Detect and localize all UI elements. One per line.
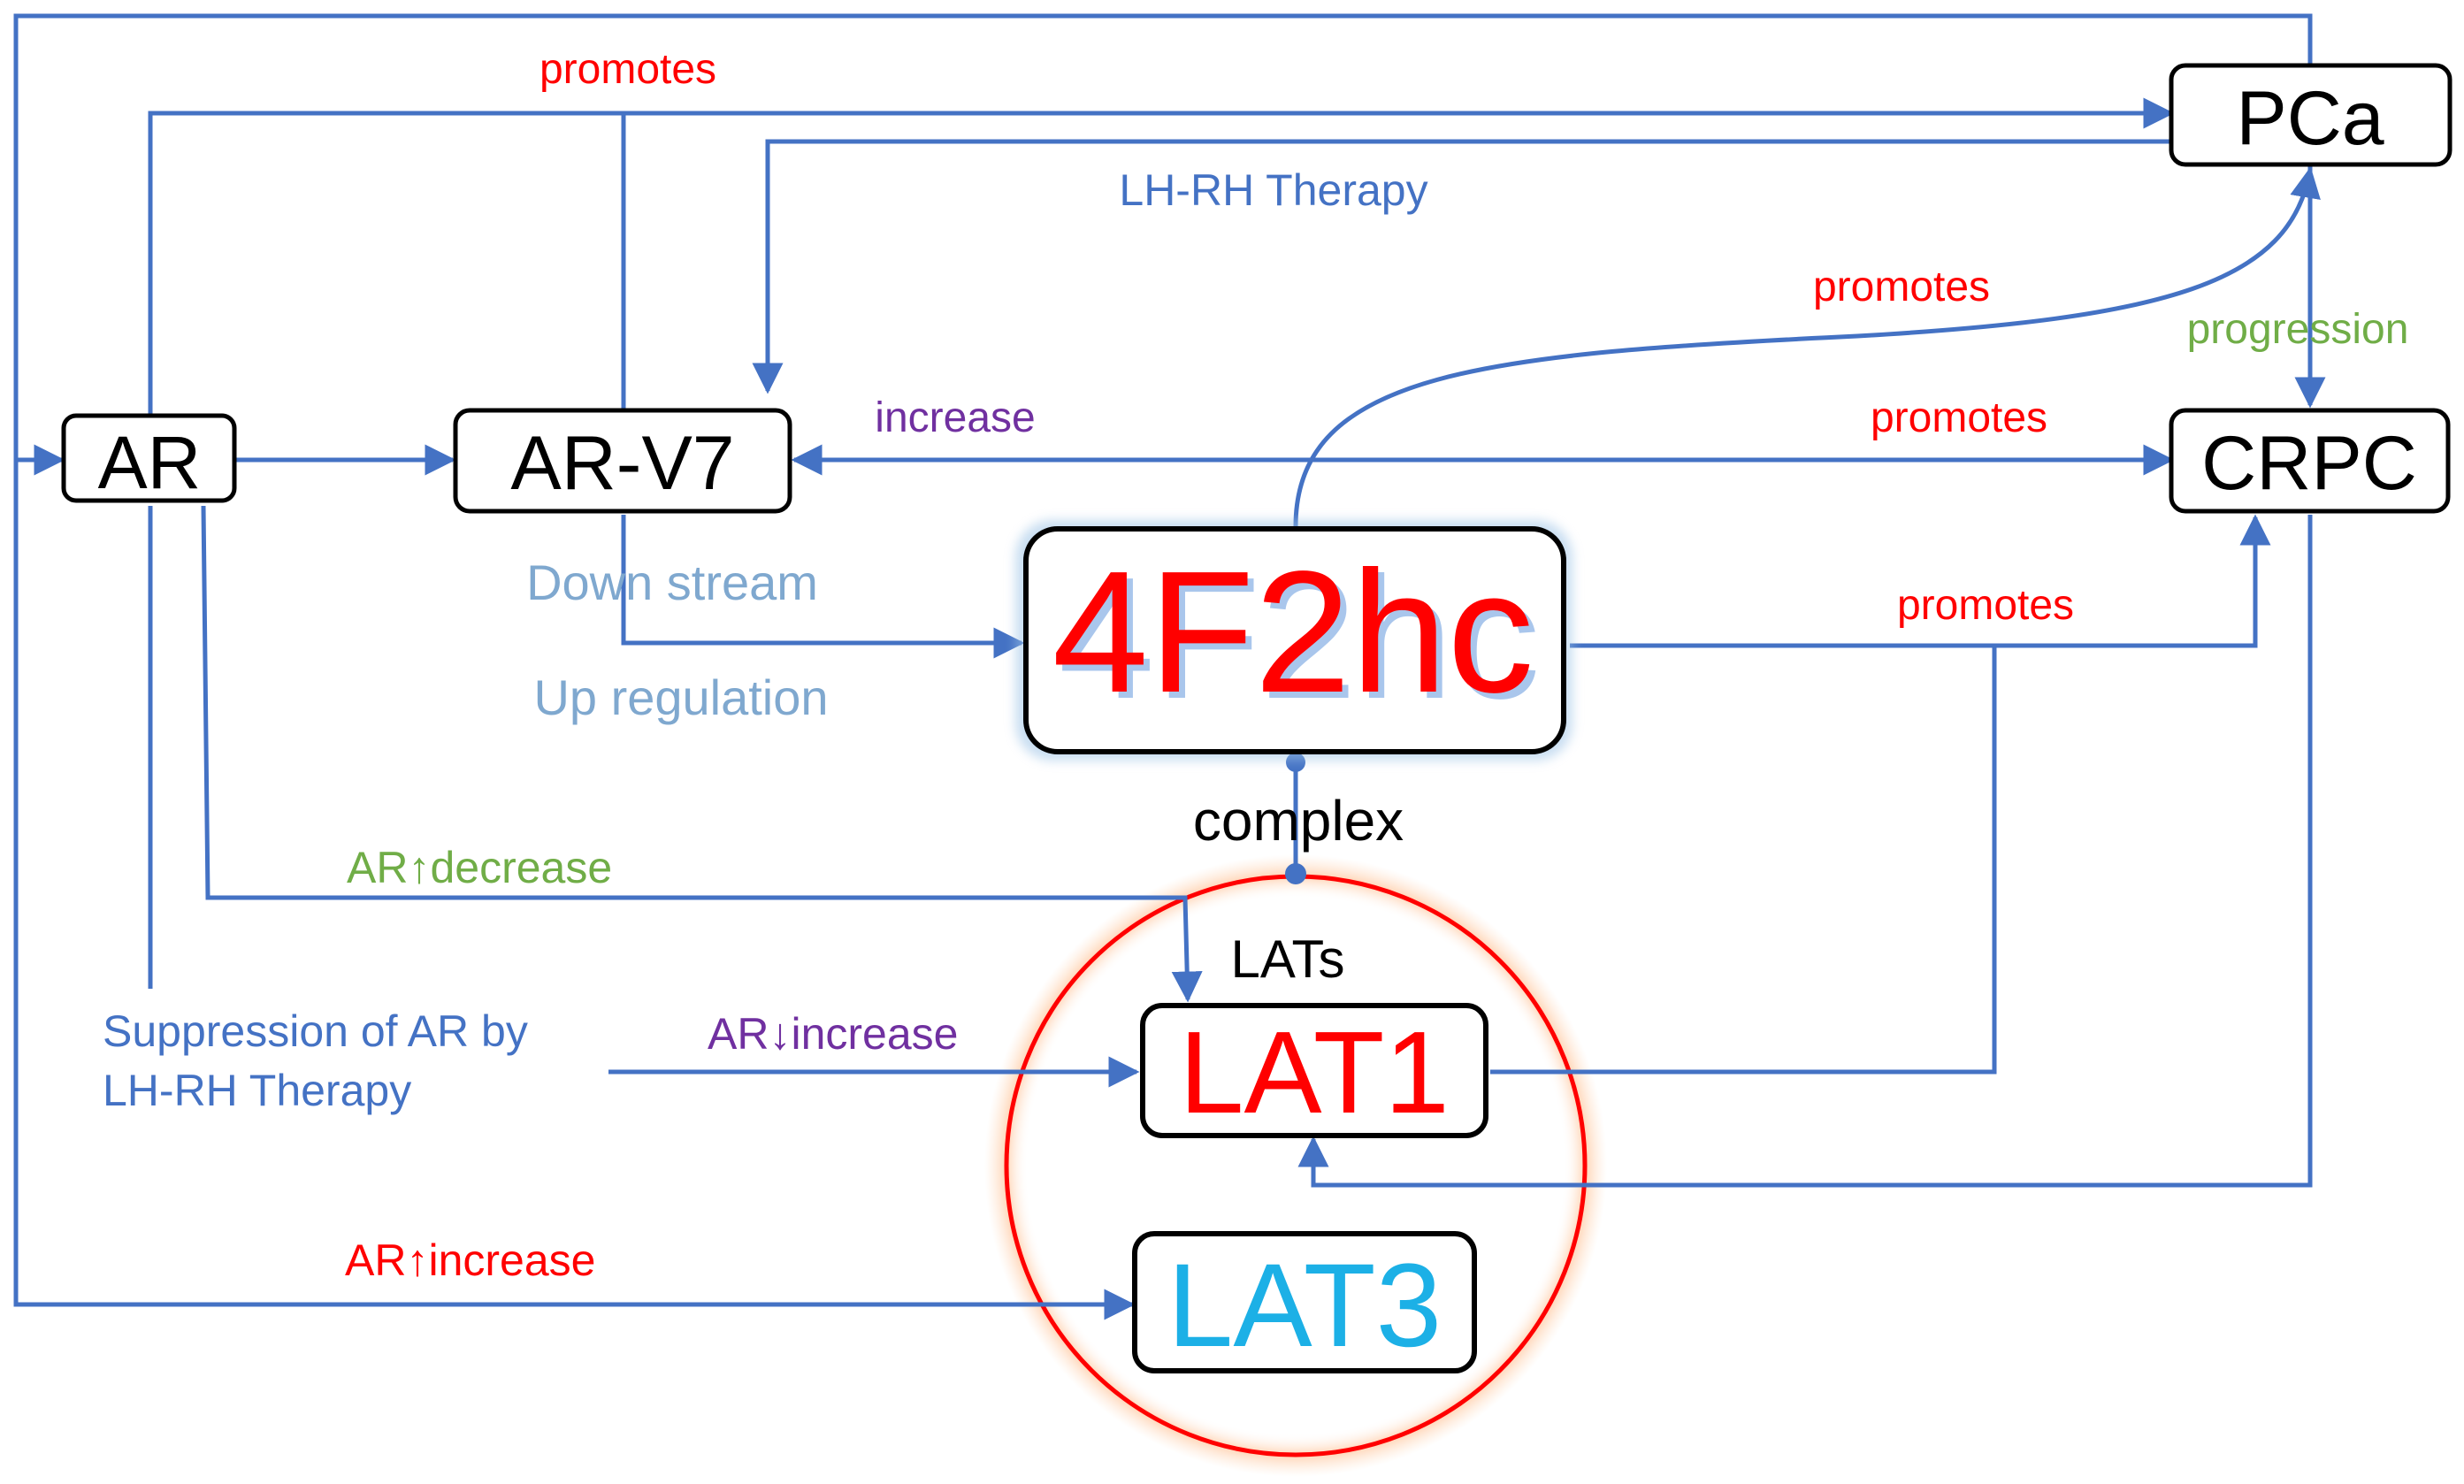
label-progression: progression xyxy=(2187,306,2409,353)
node-4f2hc-label: 4F2hc xyxy=(1052,535,1534,729)
edge-pca-to-ar xyxy=(13,13,2313,476)
label-down-stream: Down stream xyxy=(526,555,818,610)
label-promotes-curve: promotes xyxy=(1813,264,1990,310)
node-ar: AR xyxy=(61,413,237,504)
edge-4f2hc-to-crpc xyxy=(1570,514,2271,648)
label-ar-up-increase: AR↑increase xyxy=(345,1235,595,1285)
complex-dot-bottom xyxy=(1285,863,1306,884)
edge-arv7-to-4f2hc xyxy=(621,515,1025,659)
label-lhrh-therapy: LH-RH Therapy xyxy=(1119,165,1427,215)
edge-4f2hc-to-pca xyxy=(1293,166,2321,527)
node-crpc: CRPC xyxy=(2169,408,2451,514)
node-lat1-label: LAT1 xyxy=(1179,1007,1450,1137)
label-suppression-line2: LH-RH Therapy xyxy=(103,1066,411,1115)
edge-ar-to-lat3 xyxy=(13,460,1136,1320)
node-crpc-label: CRPC xyxy=(2201,421,2417,506)
node-lats-label: LATs xyxy=(1231,929,1345,989)
label-ar-up-decrease: AR↑decrease xyxy=(347,843,612,892)
edge-crpc-to-lat1 xyxy=(1297,515,2313,1188)
node-4f2hc-shadow: 4F2hc xyxy=(1059,541,1541,735)
node-pca: PCa xyxy=(2169,63,2453,167)
node-4f2hc: 4F2hc 4F2hc xyxy=(1015,520,1573,761)
label-up-regulation: Up regulation xyxy=(533,669,828,725)
label-increase: increase xyxy=(875,394,1035,441)
label-promotes-4f2hc: promotes xyxy=(1897,582,2074,629)
node-lat3-label: LAT3 xyxy=(1167,1240,1442,1372)
edge-ar-up-decrease xyxy=(201,505,1203,1003)
label-promotes-crpc: promotes xyxy=(1871,394,2047,441)
edge-pca-to-arv7 xyxy=(752,139,2171,394)
label-suppression-line1: Suppression of AR by xyxy=(103,1006,528,1056)
label-complex: complex xyxy=(1193,789,1404,853)
label-promotes-top: promotes xyxy=(539,46,716,93)
node-lat1: LAT1 xyxy=(1140,1003,1488,1138)
edge-ar-to-pca xyxy=(148,97,2175,416)
node-lat3: LAT3 xyxy=(1132,1231,1477,1373)
label-ar-down-increase: AR↓increase xyxy=(708,1009,958,1059)
node-pca-label: PCa xyxy=(2236,76,2384,161)
edge-lat1-to-crpc xyxy=(1490,646,1997,1075)
node-arv7-label: AR-V7 xyxy=(510,421,734,506)
node-ar-label: AR xyxy=(98,421,202,504)
node-arv7: AR-V7 xyxy=(453,408,792,514)
